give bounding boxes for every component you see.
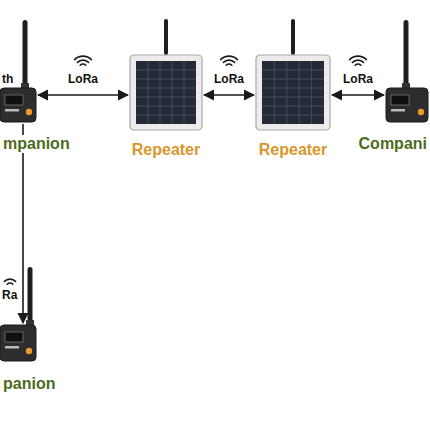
link-label-group: LoRa xyxy=(67,73,99,87)
link-label: LoRa xyxy=(342,73,374,87)
wifi-icon xyxy=(221,56,238,65)
repeater-node: Repeater xyxy=(130,55,202,130)
repeater-node: Repeater xyxy=(256,55,330,130)
link-label-group: LoRa xyxy=(213,73,245,87)
link-label: Ra xyxy=(1,289,18,303)
companion-node: panion xyxy=(0,325,36,361)
solar-repeater-device xyxy=(256,55,330,130)
device-body xyxy=(0,88,36,122)
wifi-icon xyxy=(75,56,92,65)
device-screen xyxy=(391,95,409,105)
device-label: Repeater xyxy=(258,141,328,159)
solar-panel xyxy=(262,61,324,124)
antenna xyxy=(164,19,168,55)
link-label-group: Ra xyxy=(1,289,18,303)
solar-repeater-device xyxy=(130,55,202,130)
lora-link xyxy=(204,94,254,96)
antenna xyxy=(404,20,409,88)
device-marking xyxy=(5,346,19,349)
antenna xyxy=(28,267,33,325)
companion-node: mpanion xyxy=(0,88,36,122)
node-label-group: Repeater xyxy=(258,141,328,159)
node-label-group: Repeater xyxy=(131,141,201,159)
device-label: Compani xyxy=(358,135,428,153)
panel-frame xyxy=(130,55,202,130)
device-label: panion xyxy=(2,375,56,393)
node-label-group: mpanion xyxy=(2,135,71,153)
solar-panel xyxy=(136,61,196,124)
node-label-group: Compani xyxy=(358,135,428,153)
companion-device xyxy=(0,88,36,122)
wifi-icon xyxy=(350,56,367,65)
link-label: LoRa xyxy=(213,73,245,87)
device-body xyxy=(386,88,428,122)
wifi-icon xyxy=(4,279,15,284)
antenna xyxy=(23,20,28,88)
device-screen xyxy=(5,332,23,342)
lora-link xyxy=(332,94,384,96)
lora-link xyxy=(22,124,24,323)
lora-link xyxy=(38,94,128,96)
device-label: mpanion xyxy=(2,135,71,153)
solar-grid xyxy=(136,61,196,124)
companion-node: Compani xyxy=(386,88,428,122)
companion-device xyxy=(386,88,428,122)
link-label-group: LoRa xyxy=(342,73,374,87)
device-marking xyxy=(391,109,405,112)
device-button xyxy=(418,109,424,115)
device-button xyxy=(26,348,32,354)
node-label-group: panion xyxy=(2,375,56,393)
cut-label: th xyxy=(2,72,13,86)
device-button xyxy=(26,109,32,115)
device-label: Repeater xyxy=(131,141,201,159)
link-label: LoRa xyxy=(67,73,99,87)
companion-device xyxy=(0,325,36,361)
antenna xyxy=(291,19,295,55)
solar-grid xyxy=(262,61,324,124)
device-marking xyxy=(5,109,19,112)
panel-frame xyxy=(256,55,330,130)
device-body xyxy=(0,325,36,361)
device-screen xyxy=(5,95,23,105)
